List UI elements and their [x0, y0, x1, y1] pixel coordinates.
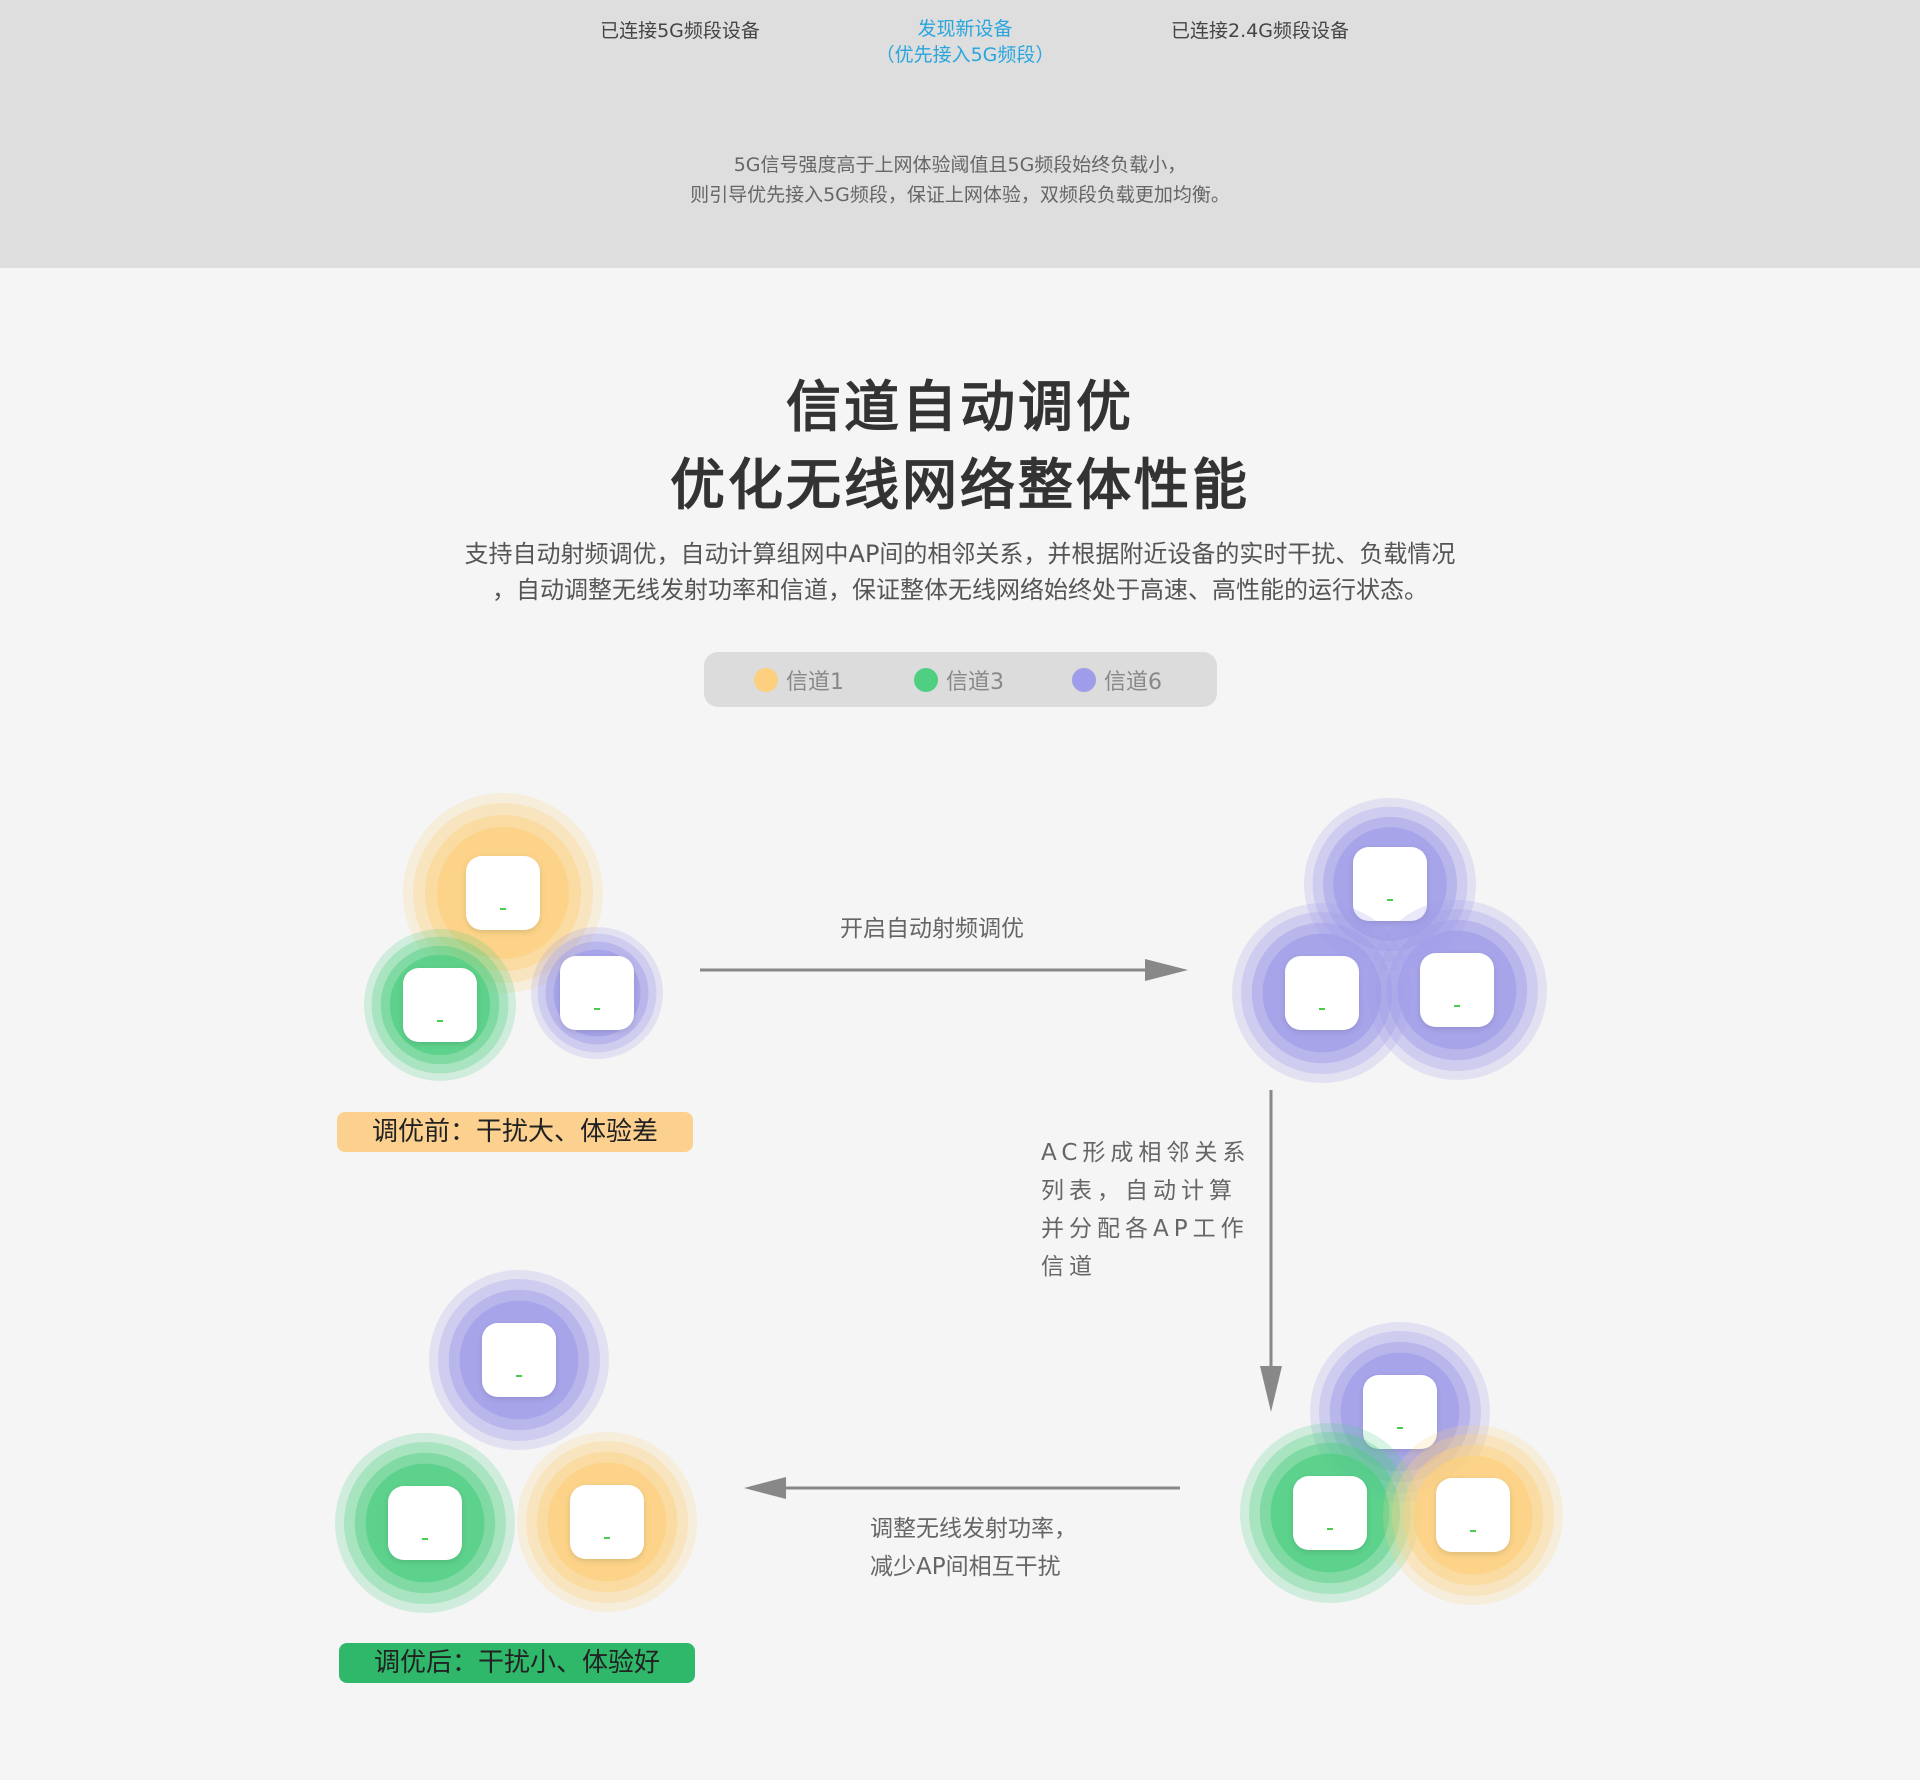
band-description-line1: 5G信号强度高于上网体验阈值且5G频段始终负载小， — [733, 154, 1187, 176]
access-point-icon — [1285, 956, 1359, 1030]
access-point-icon — [570, 1485, 644, 1559]
ap-signal-channel1 — [517, 1432, 697, 1612]
ap-signal-channel6 — [1367, 900, 1547, 1080]
channel-legend: 信道1 信道3 信道6 — [704, 652, 1217, 707]
ap-group-3 — [1240, 1322, 1563, 1605]
legend-dot-channel6 — [1072, 668, 1096, 692]
arrow-down — [1260, 1090, 1282, 1412]
ap-led-icon — [1470, 1530, 1476, 1532]
step-label-neighbor-table: AC形成相邻关系 列表，自动计算 并分配各AP工作 信道 — [1041, 1134, 1250, 1286]
ap-led-icon — [1327, 1528, 1333, 1530]
arrow-right — [700, 959, 1188, 981]
step-label-enable-tuning: 开启自动射频调优 — [840, 916, 1024, 942]
arrow-left — [744, 1477, 1180, 1499]
ap-signal-channel6 — [1304, 798, 1476, 970]
tab-connected-24g[interactable]: 已连接2.4G频段设备 — [1171, 20, 1349, 42]
tab-new-device[interactable]: 发现新设备 （优先接入5G频段） — [840, 16, 1090, 68]
step-label-adjust-power-line1: 调整无线发射功率， — [870, 1516, 1077, 1542]
ap-led-icon — [516, 1375, 522, 1377]
band-description-line2: 则引导优先接入5G频段，保证上网体验，双频段负载更加均衡。 — [690, 184, 1230, 206]
ap-signal-channel6 — [1232, 903, 1412, 1083]
band-switch-panel: 已连接5G频段设备 发现新设备 （优先接入5G频段） 已连接2.4G频段设备 5… — [0, 0, 1920, 268]
legend-item-channel6: 信道6 — [1072, 665, 1162, 695]
tab-connected-5g[interactable]: 已连接5G频段设备 — [600, 20, 760, 42]
access-point-icon — [1293, 1476, 1367, 1550]
ap-signal-channel1 — [403, 793, 603, 993]
ap-group-2 — [1232, 798, 1547, 1083]
section-intro-line2: ，自动调整无线发射功率和信道，保证整体无线网络始终处于高速、高性能的运行状态。 — [492, 576, 1428, 604]
section-intro: 支持自动射频调优，自动计算组网中AP间的相邻关系，并根据附近设备的实时干扰、负载… — [0, 536, 1920, 608]
ap-led-icon — [437, 1020, 443, 1022]
badge-before-tuning: 调优前：干扰大、体验差 — [337, 1112, 693, 1152]
section-title-line2: 优化无线网络整体性能 — [669, 453, 1250, 517]
ap-signal-channel6 — [531, 927, 663, 1059]
badge-after-tuning: 调优后：干扰小、体验好 — [339, 1643, 695, 1683]
step-label-neighbor-table-line3: 并分配各AP工作 — [1041, 1216, 1249, 1242]
ap-led-icon — [422, 1538, 428, 1540]
tab-new-device-line1: 发现新设备 — [917, 18, 1013, 40]
section-intro-line1: 支持自动射频调优，自动计算组网中AP间的相邻关系，并根据附近设备的实时干扰、负载… — [464, 540, 1456, 568]
ap-led-icon — [594, 1008, 600, 1010]
access-point-icon — [1353, 847, 1427, 921]
ap-signal-channel6 — [1310, 1322, 1490, 1502]
ap-led-icon — [1319, 1008, 1325, 1010]
access-point-icon — [1420, 953, 1494, 1027]
access-point-icon — [466, 856, 540, 930]
ap-signal-channel3 — [364, 929, 516, 1081]
ap-signal-channel3 — [1240, 1423, 1420, 1603]
section-title-line1: 信道自动调优 — [785, 375, 1134, 439]
step-label-neighbor-table-line1: AC形成相邻关系 — [1041, 1140, 1251, 1166]
access-point-icon — [482, 1323, 556, 1397]
legend-dot-channel3 — [914, 668, 938, 692]
access-point-icon — [388, 1486, 462, 1560]
access-point-icon — [1363, 1375, 1437, 1449]
legend-label-channel1: 信道1 — [786, 670, 844, 695]
ap-groups — [335, 793, 1563, 1613]
tab-new-device-line2: （优先接入5G频段） — [875, 44, 1055, 66]
legend-label-channel3: 信道3 — [946, 670, 1004, 695]
ap-led-icon — [1387, 899, 1393, 901]
step-label-neighbor-table-line2: 列表，自动计算 — [1041, 1178, 1237, 1204]
step-label-neighbor-table-line4: 信道 — [1041, 1254, 1097, 1280]
ap-signal-channel3 — [335, 1433, 515, 1613]
band-description: 5G信号强度高于上网体验阈值且5G频段始终负载小， 则引导优先接入5G频段，保证… — [0, 150, 1920, 210]
legend-item-channel3: 信道3 — [914, 665, 1004, 695]
legend-label-channel6: 信道6 — [1104, 670, 1162, 695]
ap-led-icon — [604, 1537, 610, 1539]
access-point-icon — [1436, 1478, 1510, 1552]
step-label-adjust-power-line2: 减少AP间相互干扰 — [870, 1554, 1061, 1580]
access-point-icon — [403, 968, 477, 1042]
legend-dot-channel1 — [754, 668, 778, 692]
ap-group-1 — [364, 793, 663, 1081]
step-label-adjust-power: 调整无线发射功率， 减少AP间相互干扰 — [870, 1510, 1077, 1586]
ap-signal-channel6 — [429, 1270, 609, 1450]
legend-item-channel1: 信道1 — [754, 665, 844, 695]
ap-led-icon — [1454, 1005, 1460, 1007]
ap-group-4 — [335, 1270, 697, 1613]
ap-led-icon — [1397, 1427, 1403, 1429]
ap-led-icon — [500, 908, 506, 910]
access-point-icon — [560, 956, 634, 1030]
ap-signal-channel1 — [1383, 1425, 1563, 1605]
